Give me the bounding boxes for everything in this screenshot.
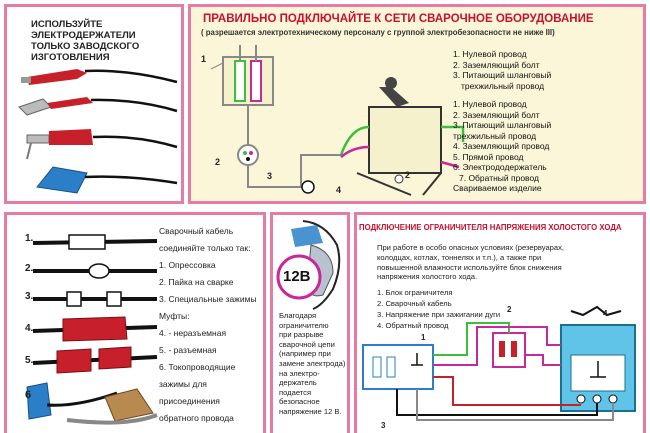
text-line: при разрыве — [279, 330, 324, 340]
text-line: 5. - разъемная — [159, 345, 217, 355]
diagram-number-1: 1 — [421, 333, 426, 342]
voltage-label: 12В — [283, 268, 311, 285]
cable-joint-4 — [32, 316, 158, 342]
text-line: напряжение 12 В. — [279, 406, 342, 416]
legend-item: 3. Питающий шланговый — [453, 70, 552, 80]
text-line: сварочной цепи — [279, 339, 335, 349]
diagram-number-2b: 2 — [405, 170, 411, 180]
text-line: 4. - неразъемная — [159, 328, 227, 338]
row-number-2: 2. — [25, 263, 34, 274]
legend-item: 6. Электрододержатель — [453, 162, 547, 172]
limiter-illustration — [276, 220, 341, 310]
text-line: 6. Токопроводящие — [159, 362, 236, 372]
diagram-number-2: 2 — [507, 305, 512, 314]
row-number-5: 5. — [25, 355, 34, 366]
text-line: подается — [279, 387, 312, 397]
component-list: 1. Блок ограничителя 2. Сварочный кабель… — [377, 287, 500, 331]
text-line: обратного провода — [159, 413, 234, 423]
legend-bottom: 1. Нулевой провод 2. Заземляющий болт 3.… — [453, 99, 551, 194]
text-line: замене электрода) — [279, 358, 346, 368]
panel-electrode-holders: ИСПОЛЬЗУЙТЕ ЭЛЕКТРОДЕРЖАТЕЛИ ТОЛЬКО ЗАВО… — [4, 4, 184, 204]
legend-item: 2. Заземляющий болт — [453, 59, 540, 70]
text-line: повышенной влажности используйте блок сн… — [377, 262, 562, 272]
diagram-number-2: 2 — [215, 157, 221, 167]
diagram-number-4: 4 — [603, 309, 608, 318]
voltage-badge — [276, 254, 322, 300]
row-number-6: 6 — [25, 389, 32, 401]
socket — [237, 144, 259, 166]
panel-limiter-12v: 12В Благодаря ограничителю при разрыве с… — [270, 212, 350, 433]
legend-item: трехжильный провод — [461, 80, 545, 91]
legend-item: трехжильный провод — [453, 130, 537, 141]
legend-item: 2. Заземляющий болт — [453, 109, 540, 120]
legend-top: 1. Нулевой провод 2. Заземляющий болт 3.… — [453, 49, 551, 91]
transformer-box — [368, 106, 442, 174]
panel-idle-voltage-limiter: ПОДКЛЮЧЕНИЕ ОГРАНИЧИТЕЛЯ НАПРЯЖЕНИЯ ХОЛО… — [354, 212, 646, 433]
electrode-holder-3 — [26, 129, 178, 160]
panel-subtitle: ( разрешается электротехническому персон… — [201, 28, 555, 37]
cable-text: Сварочный кабель соединяйте только так: … — [159, 223, 257, 427]
panel-title: ПРАВИЛЬНО ПОДКЛЮЧАЙТЕ К СЕТИ СВАРОЧНОЕ О… — [203, 13, 594, 25]
panel-title: ПОДКЛЮЧЕНИЕ ОГРАНИЧИТЕЛЯ НАПРЯЖЕНИЯ ХОЛО… — [359, 223, 622, 232]
panel-title: ИСПОЛЬЗУЙТЕ ЭЛЕКТРОДЕРЖАТЕЛИ ТОЛЬКО ЗАВО… — [31, 19, 139, 63]
title-line: ТОЛЬКО ЗАВОДСКОГО — [31, 41, 140, 52]
panel-cable-connections: 1. 2. 3. 4. 5. 6 Сварочный кабель соедин… — [4, 212, 266, 433]
electrode-holder-2 — [18, 97, 178, 116]
list-item: 1. Блок ограничителя — [377, 288, 453, 297]
diagram-number-3: 3 — [381, 421, 386, 430]
text-line: (например при — [279, 349, 331, 359]
cable-joint-5 — [32, 346, 158, 374]
legend-item: 1. Нулевой провод — [453, 49, 527, 59]
row-number-3: 3. — [25, 291, 34, 302]
text-line: 1. Опрессовка — [159, 260, 216, 270]
text-line: зажимы для — [159, 379, 207, 389]
text-line: на электро- — [279, 368, 320, 378]
text-line: Благодаря — [279, 311, 317, 320]
text-line: колодцах, котлах, тоннелях и т.п.), а та… — [377, 252, 542, 262]
cable-joint-2 — [33, 263, 157, 279]
text-line: соединяйте только так: — [159, 243, 251, 253]
diagram-number-1: 1 — [201, 54, 207, 64]
legend-item: Свариваемое изделие — [453, 183, 542, 193]
legend-item: 1. Нулевой провод — [453, 99, 527, 109]
electrode-holder-1 — [21, 69, 178, 85]
legend-item: 5. Прямой провод — [453, 151, 524, 162]
text-line: Муфты: — [159, 311, 190, 321]
text-line: держатель — [279, 378, 317, 388]
panel-connect-welding-equipment: ПРАВИЛЬНО ПОДКЛЮЧАЙТЕ К СЕТИ СВАРОЧНОЕ О… — [188, 4, 646, 204]
cable-connections-illustration — [26, 234, 158, 425]
text-line: При работе в особо опасных условиях (рез… — [377, 243, 565, 252]
electrode-holders-illustration — [18, 69, 178, 194]
cable-joint-6 — [26, 382, 158, 425]
cable-joint-3 — [33, 291, 157, 307]
legend-item: 3. Питающий шланговый — [453, 120, 552, 130]
text-line: напряжения холостого хода. — [377, 272, 478, 282]
electrode-holder-4 — [36, 166, 178, 194]
text-line: 3. Специальные зажимы — [159, 294, 257, 304]
title-line: ИСПОЛЬЗУЙТЕ — [31, 19, 103, 30]
row-number-1: 1. — [25, 233, 34, 244]
text-line: Сварочный кабель — [159, 226, 234, 236]
limiter-diagram — [362, 305, 636, 421]
legend-item: 4. Заземляющий провод — [453, 141, 550, 151]
list-item: 4. Обратный провод — [377, 321, 449, 330]
list-item: 2. Сварочный кабель — [377, 299, 452, 308]
diagram-number-4: 4 — [336, 185, 342, 195]
title-line: ЭЛЕКТРОДЕРЖАТЕЛИ — [31, 30, 136, 41]
legend-item: 7. Обратный провод — [459, 172, 539, 183]
diagram-number-3: 3 — [267, 171, 273, 181]
intro-text: При работе в особо опасных условиях (рез… — [377, 243, 564, 282]
limiter-text: Благодаря ограничителю при разрыве сваро… — [279, 311, 345, 417]
connection-diagram — [210, 45, 465, 196]
title-line: ИЗГОТОВЛЕНИЯ — [31, 52, 110, 63]
row-number-4: 4. — [25, 323, 34, 334]
text-line: безопасное — [279, 397, 320, 407]
cable-joint-1 — [32, 234, 158, 250]
switch-box — [222, 56, 274, 106]
text-line: присоединения — [159, 396, 220, 406]
text-line: 2. Пайка на сварке — [159, 277, 234, 287]
text-line: ограничителю — [279, 320, 329, 330]
list-item: 3. Напряжение при зажигании дуги — [377, 310, 501, 319]
